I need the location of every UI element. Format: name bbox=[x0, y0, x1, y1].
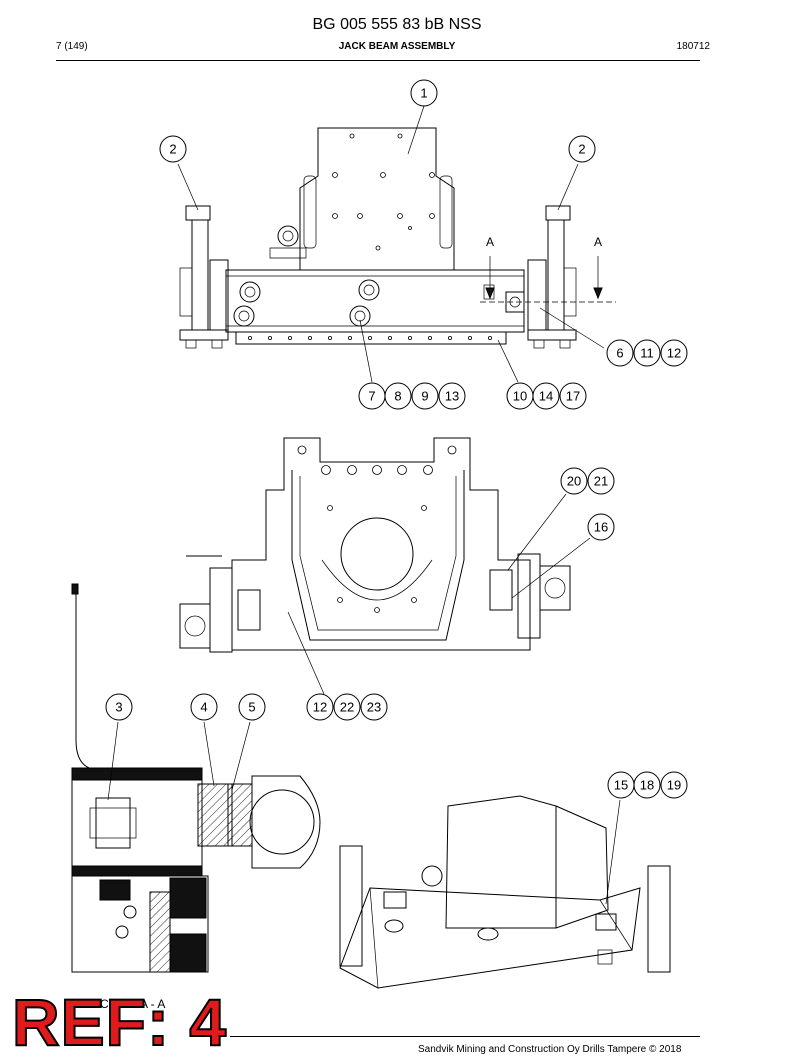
svg-text:16: 16 bbox=[594, 520, 608, 535]
page-number: 7 (149) bbox=[56, 41, 88, 52]
svg-text:19: 19 bbox=[667, 778, 681, 793]
callout-23: 23 bbox=[360, 693, 388, 721]
ref-stamp: REF: 4 bbox=[11, 984, 228, 1060]
callout-20: 20 bbox=[560, 467, 588, 495]
callout-15: 15 bbox=[607, 771, 635, 799]
callout-2-right: 2 bbox=[568, 135, 596, 163]
header-rule bbox=[56, 60, 700, 61]
callout-4: 4 bbox=[190, 693, 218, 721]
callout-8: 8 bbox=[384, 382, 412, 410]
section-marker-right: A bbox=[594, 235, 602, 249]
svg-text:11: 11 bbox=[640, 346, 654, 361]
callout-17: 17 bbox=[559, 382, 587, 410]
callout-16: 16 bbox=[587, 513, 615, 541]
section-view bbox=[71, 583, 321, 973]
callout-14: 14 bbox=[532, 382, 560, 410]
svg-text:12: 12 bbox=[313, 700, 327, 715]
callout-5: 5 bbox=[238, 693, 266, 721]
callout-12-bottom: 12 bbox=[306, 693, 334, 721]
svg-text:18: 18 bbox=[640, 778, 654, 793]
svg-text:23: 23 bbox=[367, 700, 381, 715]
svg-text:4: 4 bbox=[200, 700, 207, 715]
svg-text:20: 20 bbox=[567, 474, 581, 489]
svg-text:1: 1 bbox=[420, 86, 427, 101]
page-title: JACK BEAM ASSEMBLY bbox=[338, 41, 456, 52]
callout-3: 3 bbox=[105, 693, 133, 721]
callout-11: 11 bbox=[633, 339, 661, 367]
callout-19: 19 bbox=[660, 771, 688, 799]
svg-text:10: 10 bbox=[513, 389, 527, 404]
svg-text:2: 2 bbox=[169, 142, 176, 157]
callout-1: 1 bbox=[410, 79, 438, 107]
callout-22: 22 bbox=[333, 693, 361, 721]
svg-text:13: 13 bbox=[445, 389, 459, 404]
callout-2-left: 2 bbox=[159, 135, 187, 163]
footer-copyright: Sandvik Mining and Construction Oy Drill… bbox=[418, 1044, 682, 1055]
bottom-view-holes bbox=[297, 445, 457, 613]
rail-holes bbox=[247, 335, 492, 340]
svg-text:5: 5 bbox=[248, 700, 255, 715]
plate-holes bbox=[332, 133, 435, 251]
callout-21: 21 bbox=[587, 467, 615, 495]
svg-text:8: 8 bbox=[394, 389, 401, 404]
callout-18: 18 bbox=[633, 771, 661, 799]
isometric-view bbox=[339, 795, 671, 989]
svg-text:3: 3 bbox=[115, 700, 122, 715]
svg-text:21: 21 bbox=[594, 474, 608, 489]
svg-text:14: 14 bbox=[539, 389, 553, 404]
section-title: SECTION A - A bbox=[84, 997, 165, 1011]
footer-rule bbox=[230, 1036, 700, 1037]
svg-text:2: 2 bbox=[578, 142, 585, 157]
svg-text:15: 15 bbox=[614, 778, 628, 793]
bottom-view bbox=[179, 437, 591, 695]
svg-text:7: 7 bbox=[368, 389, 375, 404]
callout-7: 7 bbox=[358, 382, 386, 410]
svg-text:17: 17 bbox=[566, 389, 580, 404]
front-view: A A bbox=[177, 105, 616, 383]
svg-text:6: 6 bbox=[616, 346, 623, 361]
section-marker-left: A bbox=[486, 235, 494, 249]
document-code: 180712 bbox=[676, 41, 710, 52]
callout-6: 6 bbox=[606, 339, 634, 367]
callout-10: 10 bbox=[506, 382, 534, 410]
callout-12-top: 12 bbox=[660, 339, 688, 367]
svg-text:9: 9 bbox=[421, 389, 428, 404]
svg-text:12: 12 bbox=[667, 346, 681, 361]
document-number: BG 005 555 83 bB NSS bbox=[312, 16, 482, 33]
callout-13: 13 bbox=[438, 382, 466, 410]
callout-9: 9 bbox=[411, 382, 439, 410]
svg-text:22: 22 bbox=[340, 700, 354, 715]
